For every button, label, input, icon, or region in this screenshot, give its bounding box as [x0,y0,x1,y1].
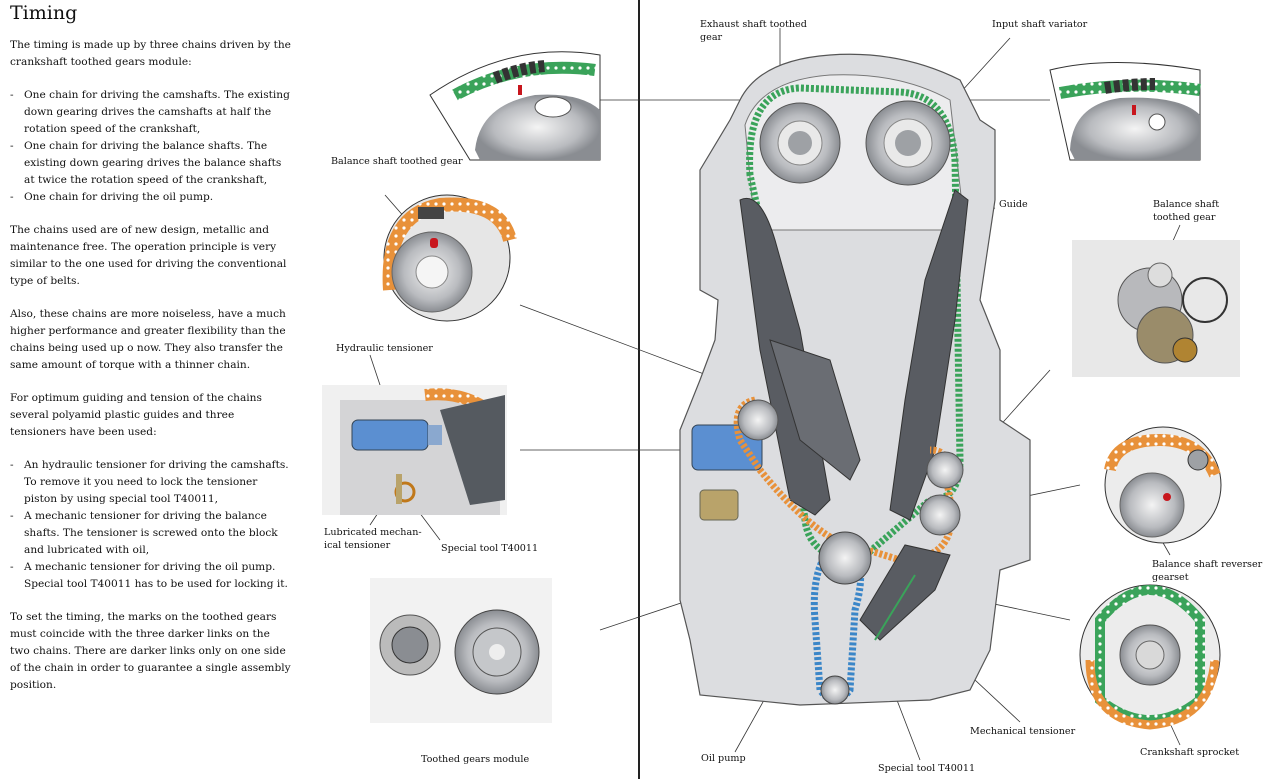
intro-text: The timing is made up by three chains dr… [10,39,291,68]
balance-gear-left [737,399,779,441]
inset-toothed-gears-module [370,578,552,723]
label-exhaust-gear: Exhaust shaft toothed gear [700,18,807,44]
label-lubricated-tensioner: Lubricated mechan- ical tensioner [324,526,422,552]
camshaft-chain [746,84,964,564]
right-guide [889,189,969,521]
intro-block: The timing is made up by three chains dr… [10,37,292,71]
tensioner-intro: For optimum guiding and tension of the c… [10,392,262,438]
label-input-variator: Input shaft variator [992,19,1088,30]
tensioner-block: For optimum guiding and tension of the c… [10,390,292,441]
page-title: Timing [10,2,78,24]
label-line: Balance shaft [1153,199,1220,210]
column-divider [638,0,640,779]
exhaust-gear [759,102,841,184]
balance-gear-right [926,451,964,489]
reverser-gear [919,494,961,536]
label-guide: Guide [999,199,1028,210]
label-oil-pump: Oil pump [701,753,746,764]
chain-list: One chain for driving the camshafts. The… [10,87,292,206]
chain-item: One chain for driving the camshafts. The… [10,87,292,138]
chain-item: One chain for driving the balance shafts… [10,138,292,189]
label-line: gear [700,32,723,43]
label-toothed-gears-module: Toothed gears module [421,754,530,765]
tensioner-item: An hydraulic tensioner for driving the c… [10,457,292,508]
paragraph-design: The chains used are of new design, metal… [10,224,287,287]
oil-pump-gear [820,675,850,705]
chain-item: One chain for driving the oil pump. [10,189,292,206]
label-line: gearset [1152,572,1189,583]
label-line: toothed gear [1153,212,1216,223]
inset-hydraulic-tensioner [322,385,507,515]
oil-filler-stub [699,489,739,521]
label-line: ical tensioner [324,540,391,551]
inset-balance-gear-right [1072,240,1240,377]
label-special-tool-bottom: Special tool T40011 [878,763,976,774]
inset-crankshaft-sprocket [1079,584,1221,730]
inset-balance-gear-left [382,194,517,322]
tensioner-list: An hydraulic tensioner for driving the c… [10,457,292,593]
inset-reverser-gearset [1104,426,1222,544]
inset-cam-right [1049,62,1201,161]
hydraulic-tensioner [691,424,763,471]
inset-cam-left [429,51,601,161]
label-hydraulic-tensioner: Hydraulic tensioner [336,343,433,354]
label-balance-gear-left: Balance shaft toothed gear [331,156,463,167]
tensioner-item: A mechanic tensioner for driving the bal… [10,508,292,559]
label-crankshaft-sprocket: Crankshaft sprocket [1140,747,1240,758]
label-reverser-gearset: Balance shaft reverser gearset [1152,558,1262,584]
label-line: Lubricated mechan- [324,527,422,538]
label-line: Exhaust shaft toothed [700,19,807,30]
label-mechanical-tensioner: Mechanical tensioner [970,726,1076,737]
paragraph-timing-marks: To set the timing, the marks on the toot… [10,611,291,691]
label-balance-gear-right: Balance shaft toothed gear [1153,198,1219,224]
input-variator [865,100,951,186]
label-line: Balance shaft reverser [1152,559,1263,570]
crankshaft-gear [818,531,872,585]
paragraph-performance: Also, these chains are more noiseless, h… [10,308,286,371]
special-tool-pin [874,574,916,641]
tensioner-arm [769,339,861,481]
tensioner-item: A mechanic tensioner for driving the oil… [10,559,292,593]
body-text: The timing is made up by three chains dr… [10,37,292,710]
label-special-tool-left: Special tool T40011 [441,543,539,554]
